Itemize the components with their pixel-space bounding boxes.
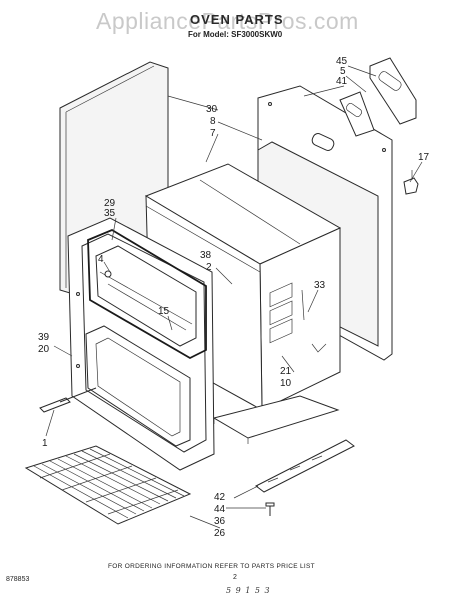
callout-8: 8 <box>210 116 216 127</box>
callout-39: 39 <box>38 332 50 343</box>
model-number: For Model: SF3000SKW0 <box>188 30 283 39</box>
watermark: AppliancePartsPros.com <box>96 8 359 34</box>
callout-15: 15 <box>158 306 170 317</box>
bottom-trim <box>255 439 355 493</box>
page-number: 2 <box>233 574 237 581</box>
callout-20: 20 <box>38 344 50 355</box>
callout-4: 4 <box>98 254 104 265</box>
callout-35: 35 <box>104 208 116 219</box>
screw <box>265 502 275 516</box>
callout-42: 42 <box>214 492 226 503</box>
callout-17: 17 <box>418 152 430 163</box>
diagram-title: OVEN PARTS <box>190 12 284 27</box>
callout-21: 21 <box>280 366 292 377</box>
hinge-bracket <box>403 170 419 195</box>
callout-44: 44 <box>214 504 226 515</box>
callout-2: 2 <box>206 262 212 273</box>
cavity-bottom <box>212 395 340 444</box>
callout-45: 45 <box>336 56 348 67</box>
callout-10: 10 <box>280 378 292 389</box>
callout-1: 1 <box>42 438 48 449</box>
callout-41: 41 <box>336 76 348 87</box>
oven-rack <box>24 445 192 525</box>
callout-29: 29 <box>104 198 116 209</box>
vent-cover-parts <box>339 57 417 137</box>
leader-lines <box>45 65 423 529</box>
callout-36: 36 <box>214 516 226 527</box>
callout-38: 38 <box>200 250 212 261</box>
callout-30: 30 <box>206 104 218 115</box>
callout-7: 7 <box>210 128 216 139</box>
ordering-note: FOR ORDERING INFORMATION REFER TO PARTS … <box>108 563 315 570</box>
door-hinge <box>39 387 97 413</box>
callout-33: 33 <box>314 280 326 291</box>
callout-labels: 45 5 41 30 8 7 17 29 35 4 38 2 33 15 39 … <box>38 56 430 539</box>
front-frame <box>67 217 215 471</box>
handwritten-note: 5 9 1 5 3 <box>226 586 271 595</box>
callout-5: 5 <box>340 66 346 77</box>
callout-26: 26 <box>214 528 226 539</box>
document-number: 878853 <box>6 576 30 583</box>
